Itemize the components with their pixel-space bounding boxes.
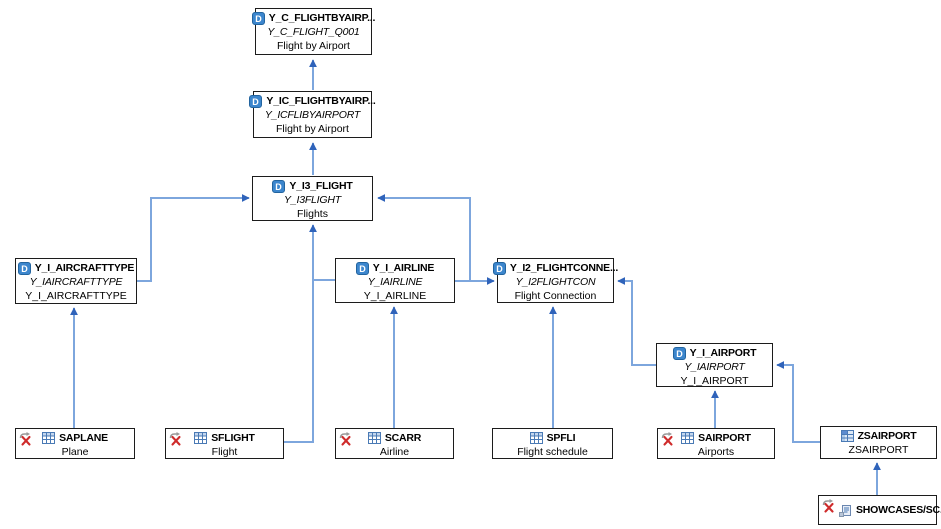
not-expandable-icon xyxy=(169,432,183,446)
data-definition-icon: D xyxy=(672,346,686,360)
node-description: Flights xyxy=(297,208,328,220)
node-subtitle: Y_C_FLIGHT_Q001 xyxy=(267,26,360,38)
node-title: Y_I_AIRCRAFTTYPE xyxy=(34,262,135,274)
node-y-i-airport[interactable]: D Y_I_AIRPORT Y_IAIRPORT Y_I_AIRPORT xyxy=(656,343,773,387)
node-description: Y_I_AIRLINE xyxy=(363,290,427,302)
node-title: Y_I3_FLIGHT xyxy=(289,180,353,192)
node-scarr[interactable]: SCARR Airline xyxy=(335,428,454,459)
node-description: Y_I_AIRCRAFTTYPE xyxy=(25,290,127,302)
node-subtitle: Y_ICFLIBYAIRPORT xyxy=(264,109,361,121)
node-title: Y_I_AIRPORT xyxy=(689,347,757,359)
not-expandable-icon xyxy=(661,432,675,446)
table-icon xyxy=(681,432,695,444)
edge-aircrafttype-to-i3-flight xyxy=(137,194,250,282)
node-saplane[interactable]: SAPLANE Plane xyxy=(15,428,135,459)
svg-text:D: D xyxy=(359,264,366,274)
svg-text:D: D xyxy=(253,97,260,107)
node-zsairport[interactable]: ZSAIRPORT ZSAIRPORT xyxy=(820,426,937,459)
database-table-icon xyxy=(840,430,854,442)
node-description: Flight by Airport xyxy=(276,123,349,135)
table-icon xyxy=(367,432,381,444)
table-icon xyxy=(42,432,56,444)
node-title: Y_I2_FLIGHTCONNE... xyxy=(509,262,619,274)
svg-text:D: D xyxy=(676,349,683,359)
node-y-i-aircrafttype[interactable]: D Y_I_AIRCRAFTTYPE Y_IAIRCRAFTTYPE Y_I_A… xyxy=(15,258,137,304)
node-subtitle: Y_IAIRPORT xyxy=(684,361,745,373)
node-y-i3-flight[interactable]: D Y_I3_FLIGHT Y_I3FLIGHT Flights xyxy=(252,176,373,221)
data-definition-icon: D xyxy=(249,94,263,108)
node-subtitle: Y_I2FLIGHTCON xyxy=(515,276,596,288)
node-description: Flight by Airport xyxy=(277,40,350,52)
node-description: ZSAIRPORT xyxy=(848,444,909,456)
node-spfli[interactable]: SPFLI Flight schedule xyxy=(492,428,613,459)
not-expandable-icon xyxy=(19,432,33,446)
node-title: SAPLANE xyxy=(59,432,108,444)
node-showcases[interactable]: SHOWCASES/SC... xyxy=(818,495,941,525)
node-title: ZSAIRPORT xyxy=(857,430,917,442)
svg-text:D: D xyxy=(255,14,262,24)
node-subtitle: Y_I3FLIGHT xyxy=(284,194,341,206)
node-title: Y_IC_FLIGHTBYAIRP... xyxy=(266,95,376,107)
data-definition-icon: D xyxy=(251,11,265,25)
node-description: Airline xyxy=(379,446,410,458)
node-description: Flight Connection xyxy=(514,290,597,302)
not-expandable-icon xyxy=(339,432,353,446)
table-icon xyxy=(529,432,543,444)
node-description: Flight xyxy=(211,446,238,458)
svg-text:D: D xyxy=(276,182,283,192)
node-title: SFLIGHT xyxy=(211,432,255,444)
structure-icon xyxy=(839,504,852,517)
node-title: SPFLI xyxy=(546,432,576,444)
node-title: SAIRPORT xyxy=(698,432,751,444)
node-subtitle: Y_IAIRLINE xyxy=(367,276,423,288)
svg-text:D: D xyxy=(21,264,28,274)
edge-airport-to-i2-flightconnection xyxy=(617,277,656,366)
table-icon xyxy=(194,432,208,444)
node-title: SCARR xyxy=(384,432,422,444)
node-y-c-flightbyairport[interactable]: D Y_C_FLIGHTBYAIRP... Y_C_FLIGHT_Q001 Fl… xyxy=(251,8,376,55)
node-title: SHOWCASES/SC... xyxy=(856,504,941,516)
node-description: Flight schedule xyxy=(517,446,588,458)
edge-zsairport-to-airport xyxy=(776,361,820,443)
not-expandable-icon xyxy=(822,499,836,513)
node-y-i2-flightconnection[interactable]: D Y_I2_FLIGHTCONNE... Y_I2FLIGHTCON Flig… xyxy=(492,258,618,303)
node-y-i-airline[interactable]: D Y_I_AIRLINE Y_IAIRLINE Y_I_AIRLINE xyxy=(335,258,455,303)
node-sairport[interactable]: SAIRPORT Airports xyxy=(657,428,775,459)
node-description: Airports xyxy=(697,446,735,458)
node-subtitle: Y_IAIRCRAFTTYPE xyxy=(29,276,123,288)
edge-airline-to-i3-flight-right xyxy=(377,194,471,280)
node-description: Plane xyxy=(61,446,89,458)
node-y-ic-flightbyairport[interactable]: D Y_IC_FLIGHTBYAIRP... Y_ICFLIBYAIRPORT … xyxy=(249,91,376,138)
data-definition-icon: D xyxy=(355,261,369,275)
node-title: Y_C_FLIGHTBYAIRP... xyxy=(268,12,376,24)
data-definition-icon: D xyxy=(17,261,31,275)
node-sflight[interactable]: SFLIGHT Flight xyxy=(165,428,284,459)
node-title: Y_I_AIRLINE xyxy=(372,262,435,274)
data-definition-icon: D xyxy=(492,261,506,275)
node-description: Y_I_AIRPORT xyxy=(680,375,749,387)
svg-text:D: D xyxy=(496,264,503,274)
data-definition-icon: D xyxy=(272,179,286,193)
